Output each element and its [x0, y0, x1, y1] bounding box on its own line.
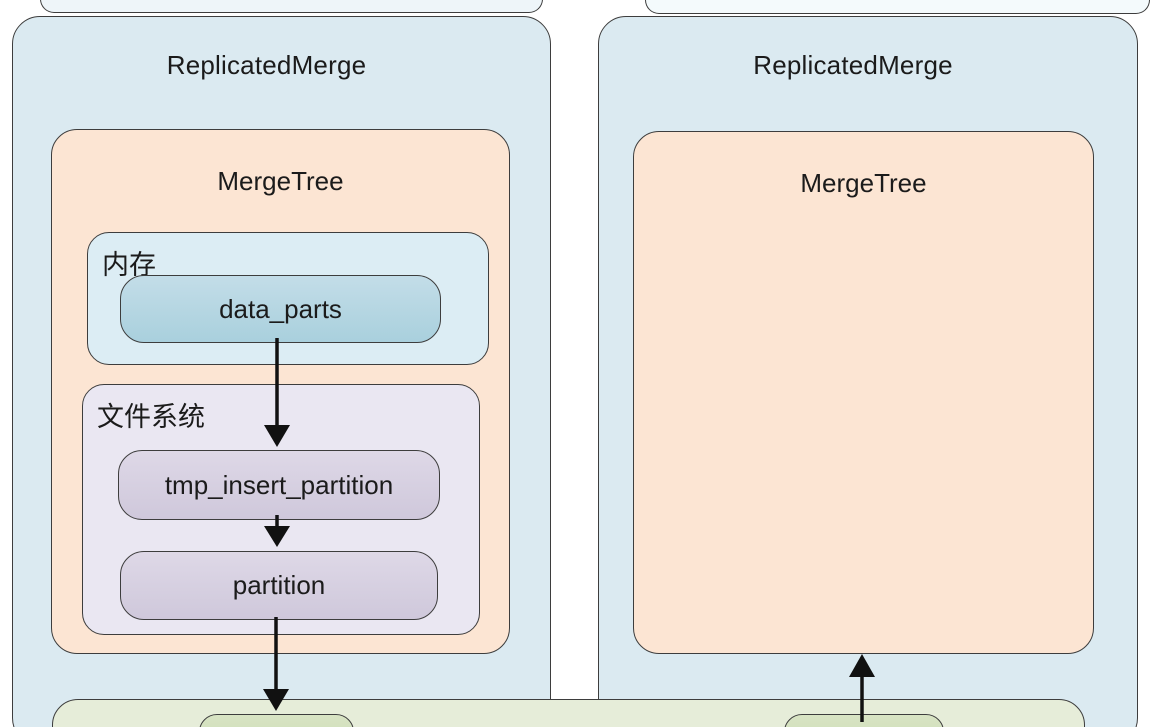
bottom-shared-band [52, 699, 1085, 727]
replica-left-title: ReplicatedMerge [166, 50, 367, 80]
mergetree-box-left: MergeTree 内存 data_parts 文件系统 tmp_insert_… [51, 129, 510, 654]
filesystem-group: 文件系统 tmp_insert_partition partition [82, 384, 480, 635]
mergetree-right-title: MergeTree [800, 168, 927, 198]
node-data-parts: data_parts [120, 275, 441, 343]
node-partition: partition [120, 551, 438, 620]
replica-right-title: ReplicatedMerge [753, 50, 953, 80]
cropped-box-remnant-right [645, 0, 1150, 14]
bottom-node-left [199, 714, 354, 727]
replica-box-right: ReplicatedMerge MergeTree [598, 16, 1138, 727]
bottom-node-right [784, 714, 944, 727]
mergetree-left-title: MergeTree [217, 166, 344, 196]
replica-box-left: ReplicatedMerge MergeTree 内存 data_parts … [12, 16, 551, 727]
memory-group: 内存 data_parts [87, 232, 489, 365]
filesystem-group-label: 文件系统 [97, 402, 205, 432]
node-tmp-insert-partition-label: tmp_insert_partition [164, 469, 394, 500]
node-tmp-insert-partition: tmp_insert_partition [118, 450, 440, 520]
node-data-parts-label: data_parts [219, 293, 342, 324]
cropped-box-remnant-left [40, 0, 543, 13]
mergetree-box-right: MergeTree [633, 131, 1094, 654]
node-partition-label: partition [232, 570, 326, 600]
